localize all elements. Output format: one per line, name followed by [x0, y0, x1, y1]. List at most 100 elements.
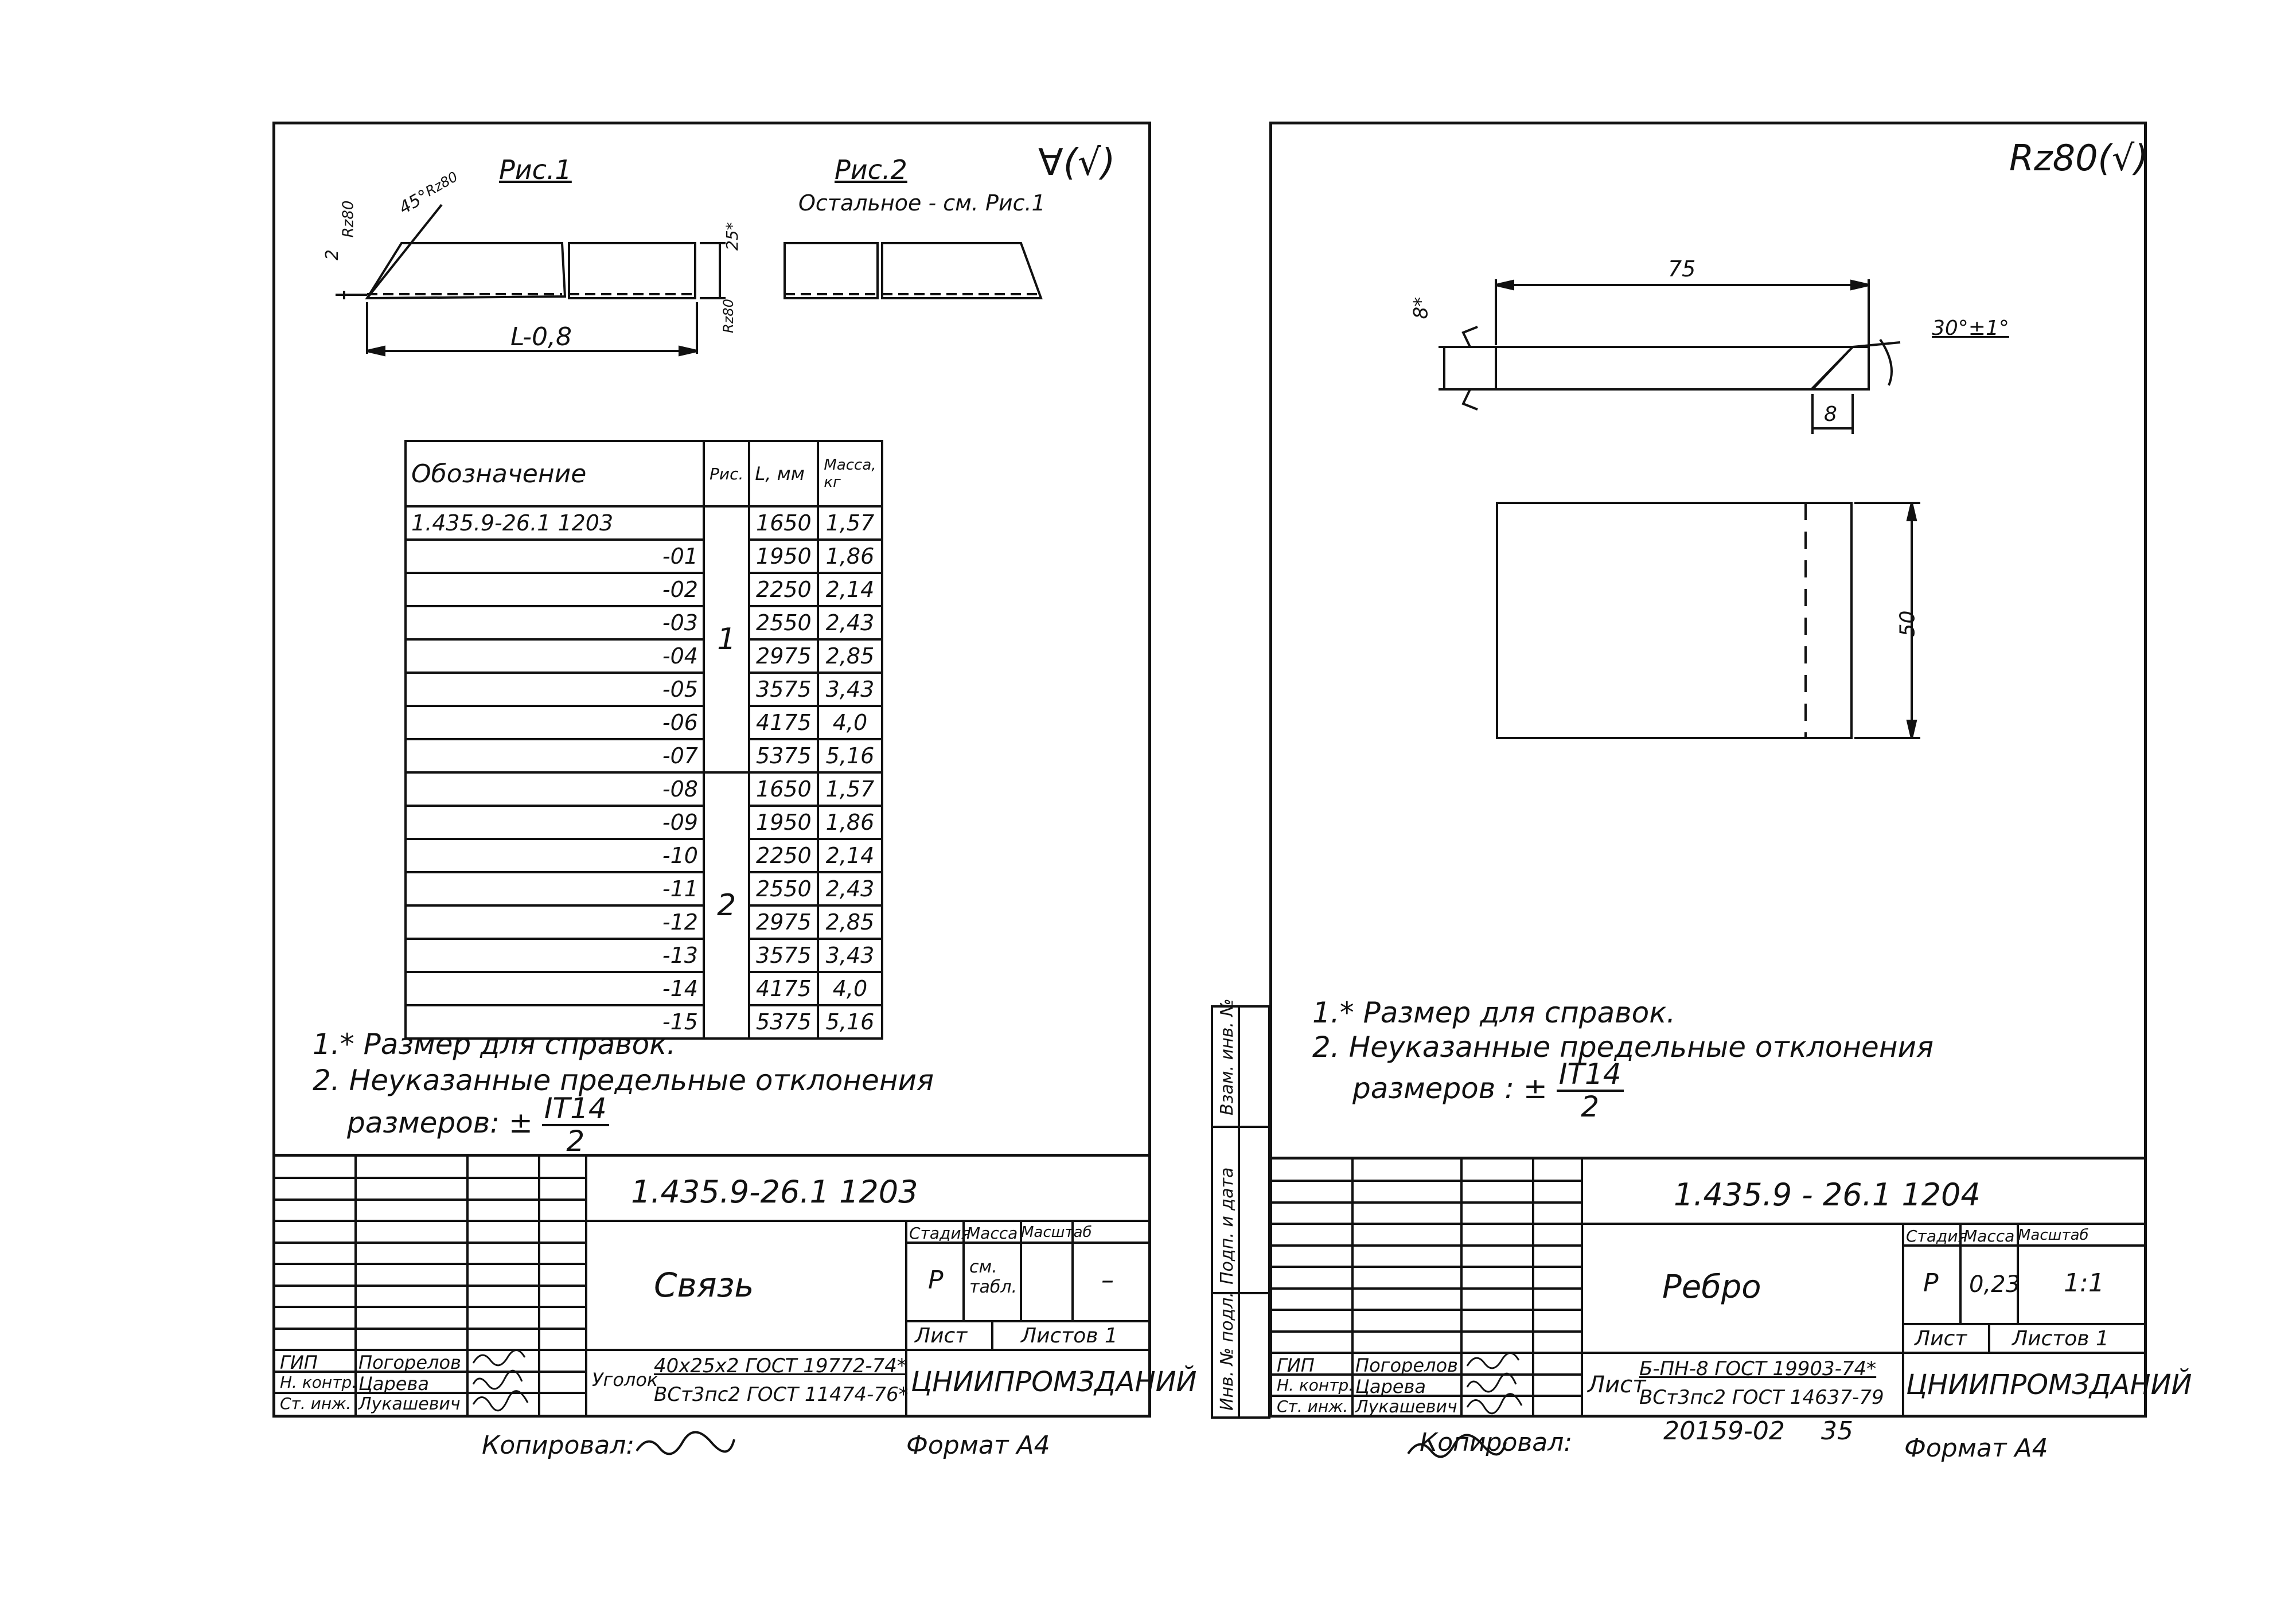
cell-mass: 5,16	[817, 738, 883, 774]
cell-designation: -06	[404, 705, 705, 740]
signatures	[472, 1349, 529, 1412]
cell-length: 2975	[748, 638, 820, 674]
cell-length: 2550	[748, 871, 820, 907]
cell-length: 5375	[748, 1004, 820, 1040]
cell-designation: -13	[404, 938, 705, 973]
roughness-mark-2: Rz80(√)	[2009, 137, 2149, 179]
fraction-numerator-s2: IT14	[1556, 1059, 1624, 1092]
cell-length: 4175	[748, 705, 820, 740]
cell-designation: -01	[404, 538, 705, 574]
cell-mass: 3,43	[817, 672, 883, 707]
cell-designation: -05	[404, 672, 705, 707]
name-gip: Погорелов	[358, 1352, 461, 1373]
cell-designation: -08	[404, 771, 705, 807]
mass-value-s2: 0,23	[1969, 1271, 2021, 1298]
document-code-s2: 1.435.9 - 26.1 1204	[1674, 1177, 1981, 1213]
dim-length: L-0,8	[510, 322, 572, 352]
name-senior-engineer: Лукашевич	[358, 1394, 461, 1414]
cell-mass: 1,57	[817, 505, 883, 541]
title-block-grid-s2	[1272, 1160, 2144, 1418]
cell-length: 2250	[748, 572, 820, 607]
cell-mass: 4,0	[817, 971, 883, 1006]
scale-header: Масштаб	[1021, 1224, 1092, 1241]
scale-value-s2: 1:1	[2064, 1268, 2104, 1298]
note-1-s2: 1.* Размер для справок.	[1312, 996, 1676, 1029]
cell-mass: 4,0	[817, 705, 883, 740]
sheets-label-s2: Листов 1	[2012, 1327, 2109, 1350]
material-line-1-s2: Б-ПН-8 ГОСТ 19903-74*	[1639, 1357, 1877, 1380]
material-label: Уголок	[592, 1369, 658, 1391]
footer-copied-1: Копировал:	[482, 1431, 635, 1460]
cell-designation: 1.435.9-26.1 1203	[404, 505, 705, 541]
stage-header-s2: Стадия	[1906, 1227, 1968, 1246]
material-line-1: 40х25х2 ГОСТ 19772-74*	[654, 1354, 907, 1377]
note-1: 1.* Размер для справок.	[313, 1028, 676, 1061]
cell-designation: -07	[404, 738, 705, 774]
cell-designation: -03	[404, 605, 705, 641]
title-block-s2: 1.435.9 - 26.1 1204 Ребро Стадия Масса М…	[1272, 1157, 2192, 1418]
material-label-s2: Лист	[1588, 1372, 1646, 1398]
cell-mass: 1,86	[817, 805, 883, 840]
cell-mass: 1,57	[817, 771, 883, 807]
header-mass: Масса, кг	[817, 440, 883, 508]
title-block-grid	[275, 1157, 1148, 1418]
sheet-label-s2: Лист	[1915, 1327, 1967, 1350]
table-header-row: Обозначение Рис. L, мм Масса, кг	[404, 440, 883, 508]
footer-format-1: Формат А4	[906, 1431, 1050, 1460]
cell-designation: -09	[404, 805, 705, 840]
footer-number-2: 20159-02	[1663, 1416, 1785, 1446]
footer-copied-2: Копировал:	[1420, 1428, 1573, 1457]
cell-mass: 5,16	[817, 1004, 883, 1040]
stage-value-s2: Р	[1923, 1268, 1939, 1298]
dim-length-75: 75	[1668, 256, 1696, 282]
cell-designation: -04	[404, 638, 705, 674]
cell-figure: 1	[702, 505, 751, 774]
mass-header: Масса	[966, 1224, 1018, 1243]
role-senior-engineer-s2: Ст. инж.	[1277, 1397, 1348, 1416]
organization-s2: ЦНИИПРОМЗДАНИЙ	[1906, 1369, 2192, 1401]
role-gip-s2: ГИП	[1277, 1354, 1315, 1376]
cell-length: 1650	[748, 771, 820, 807]
material-line-2-s2: ВСт3пс2 ГОСТ 14637-79	[1639, 1386, 1884, 1409]
name-norm-control: Царева	[358, 1373, 429, 1395]
cell-mass: 2,14	[817, 838, 883, 873]
fraction-denominator-s2: 2	[1581, 1090, 1600, 1123]
dim-chamfer-8: 8	[1824, 403, 1837, 426]
header-designation: Обозначение	[404, 440, 705, 508]
material-line-2: ВСт3пс2 ГОСТ 11474-76*	[654, 1383, 909, 1406]
cell-mass: 2,43	[817, 605, 883, 641]
cell-length: 2250	[748, 838, 820, 873]
note-2-tolerance-text: размеров: ±	[347, 1106, 533, 1139]
cell-mass: 2,14	[817, 572, 883, 607]
cell-length: 4175	[748, 971, 820, 1006]
side-label-sign-date: Подп. и дата	[1217, 1167, 1237, 1285]
role-senior-engineer: Ст. инж.	[280, 1394, 352, 1413]
scale-value: –	[1101, 1266, 1114, 1295]
header-fig: Рис.	[702, 440, 751, 508]
fraction-denominator: 2	[566, 1124, 585, 1158]
dim-height-8: 8*	[1409, 296, 1433, 319]
title-block: 1.435.9-26.1 1203 Связь Стадия Масса Мас…	[275, 1154, 1196, 1418]
note-2: 2. Неуказанные предельные отклонения	[313, 1064, 934, 1097]
cell-length: 2550	[748, 605, 820, 641]
scale-header-s2: Масштаб	[2018, 1227, 2089, 1244]
fig2-note: Остальное - см. Рис.1	[798, 190, 1046, 216]
footer-page-2: 35	[1821, 1416, 1853, 1446]
sheets-label: Листов 1	[1021, 1324, 1118, 1348]
part-name-s2: Ребро	[1662, 1268, 1761, 1306]
drawing-sheet-1204: Rz80(√)	[1269, 122, 2192, 1418]
roughness-mark: ∀(√)	[1038, 142, 1116, 184]
role-norm-control-s2: Н. контр.	[1277, 1376, 1354, 1395]
side-label-original-inv: Инв. № подл.	[1217, 1292, 1237, 1411]
sheet-label: Лист	[915, 1324, 968, 1348]
